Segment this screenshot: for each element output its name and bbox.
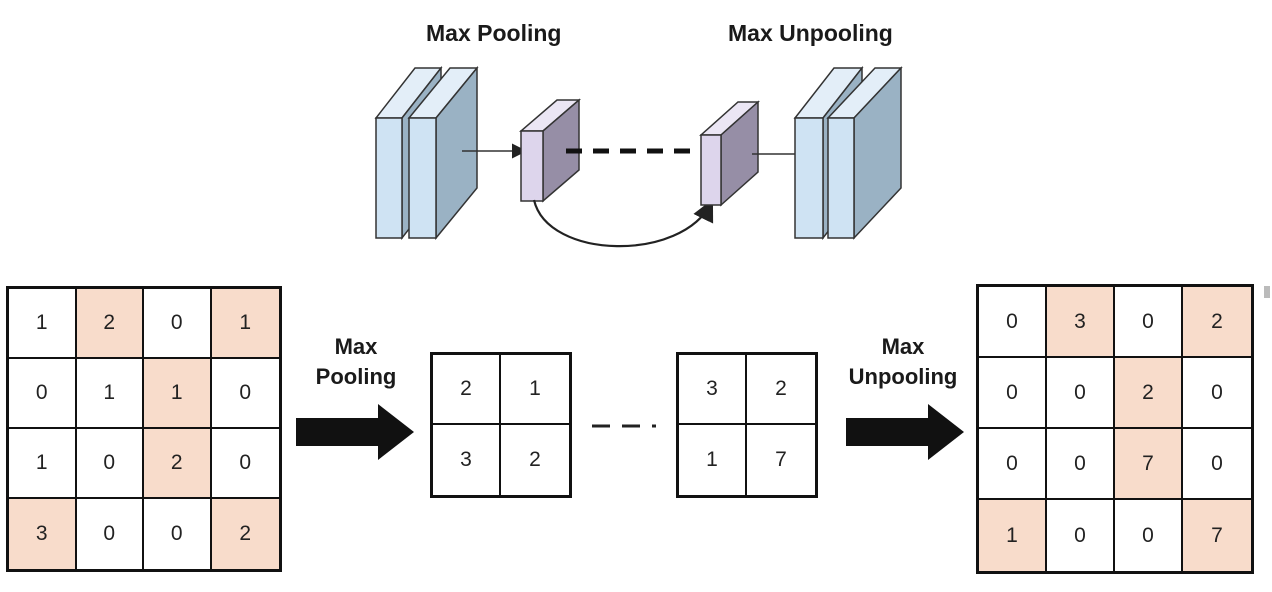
matrix-cell: 2 xyxy=(1183,287,1251,358)
pooled-feature-map xyxy=(518,98,582,203)
matrix-cell: 1 xyxy=(9,289,77,359)
decoder-feature-map-2 xyxy=(826,66,903,240)
unpool-input-feature-map xyxy=(699,100,760,207)
matrix-cell: 2 xyxy=(501,425,569,495)
matrix-cell: 1 xyxy=(679,425,747,495)
matrix-cell: 0 xyxy=(979,358,1047,429)
matrix-cell: 0 xyxy=(1183,429,1251,500)
matrix-cell: 3 xyxy=(433,425,501,495)
matrix-cell: 0 xyxy=(211,429,279,499)
matrix-cell: 0 xyxy=(1047,358,1115,429)
matrix-cell: 3 xyxy=(1047,287,1115,358)
max-pooling-arrow xyxy=(296,404,414,460)
matrix-cell: 2 xyxy=(747,355,815,425)
matrix-cell: 7 xyxy=(1183,500,1251,571)
matrix-cell: 0 xyxy=(1183,358,1251,429)
matrix-cell: 7 xyxy=(747,425,815,495)
max-pooling-label-line2: Pooling xyxy=(315,364,397,389)
matrix-cell: 2 xyxy=(76,289,144,359)
encoder-decoder-sketch xyxy=(374,65,903,248)
max-unpooling-label-line1: Max xyxy=(881,334,925,359)
matrix-cell: 2 xyxy=(433,355,501,425)
matrix-cell: 1 xyxy=(979,500,1047,571)
matrix-cell: 0 xyxy=(9,359,77,429)
matrix-cell: 1 xyxy=(211,289,279,359)
max-pooling-label-line1: Max xyxy=(334,334,378,359)
max-pooling-label: Max Pooling xyxy=(296,332,416,392)
matrix-cell: 0 xyxy=(1047,429,1115,500)
edge-marker xyxy=(1264,286,1270,298)
matrix-cell: 0 xyxy=(211,359,279,429)
matrix-cell: 0 xyxy=(1047,500,1115,571)
matrix-cell: 2 xyxy=(144,429,212,499)
matrix-cell: 3 xyxy=(9,499,77,569)
matrix-cell: 0 xyxy=(979,429,1047,500)
matrix-cell: 0 xyxy=(76,499,144,569)
matrix-cell: 2 xyxy=(1115,358,1183,429)
max-unpooling-label-line2: Unpooling xyxy=(848,364,958,389)
bottleneck-dashes-bottom xyxy=(592,424,656,428)
matrix-cell: 0 xyxy=(144,499,212,569)
matrix-cell: 0 xyxy=(979,287,1047,358)
matrix-cell: 0 xyxy=(1115,500,1183,571)
max-unpooling-title: Max Unpooling xyxy=(728,20,893,46)
pooling-indices-arrow xyxy=(532,199,714,248)
max-unpooling-arrow xyxy=(846,404,964,460)
max-unpooling-label: Max Unpooling xyxy=(838,332,968,392)
matrix-cell: 1 xyxy=(9,429,77,499)
matrix-cell: 1 xyxy=(76,359,144,429)
matrix-cell: 2 xyxy=(211,499,279,569)
matrix-cell: 0 xyxy=(76,429,144,499)
matrix-cell: 1 xyxy=(501,355,569,425)
max-pooling-title: Max Pooling xyxy=(426,20,562,46)
encoder-feature-map-2 xyxy=(407,65,479,241)
matrix-cell: 0 xyxy=(144,289,212,359)
matrix-cell: 1 xyxy=(144,359,212,429)
matrix-cell: 0 xyxy=(1115,287,1183,358)
matrix-cell: 7 xyxy=(1115,429,1183,500)
matrix-cell: 3 xyxy=(679,355,747,425)
